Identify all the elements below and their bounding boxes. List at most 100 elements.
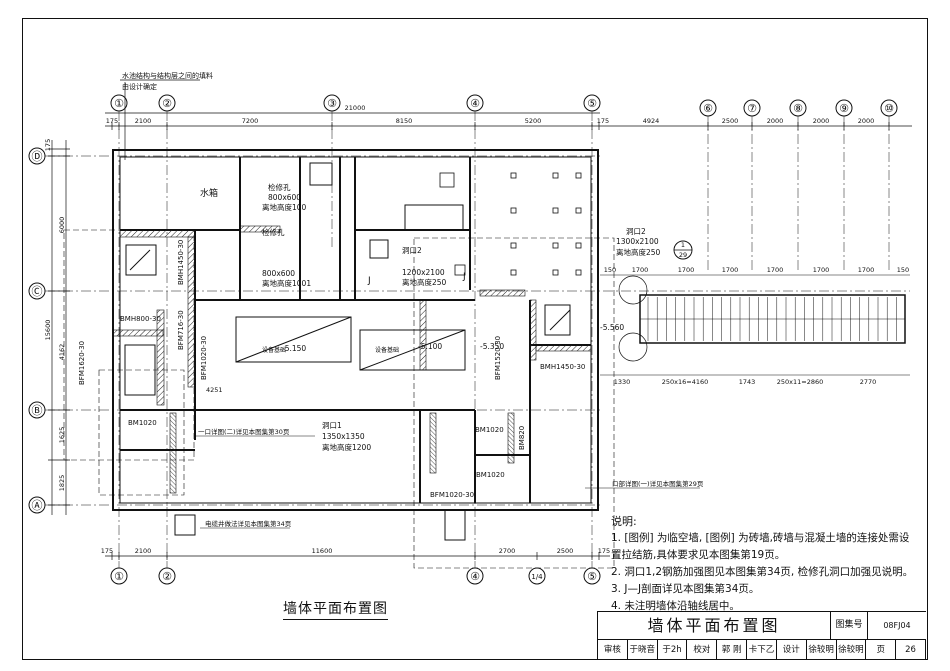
svg-text:1700: 1700 [722, 266, 739, 274]
svg-text:21000: 21000 [345, 104, 366, 112]
atlas-label: 图集号 [831, 612, 868, 640]
equipment-shapes [124, 162, 571, 541]
callout-notes: 一口详图(二)详见本图集第30页 口部详图(一)详见本图集第29页 电缆井做法详… [195, 427, 704, 529]
svg-text:由设计确定: 由设计确定 [122, 82, 157, 91]
svg-text:250x16=4160: 250x16=4160 [662, 378, 709, 386]
svg-text:1350x1350: 1350x1350 [322, 432, 365, 441]
svg-text:250x11=2860: 250x11=2860 [777, 378, 824, 386]
bottom-dimension-labels: 175 2100 11600 2700 2500 175 [101, 547, 610, 555]
top-dimension-labels: 175 2100 7200 8150 5200 175 4924 2500 20… [106, 104, 874, 125]
svg-text:口部详图(一)详见本图集第29页: 口部详图(一)详见本图集第29页 [612, 479, 704, 488]
title-block: 墙体平面布置图 图集号 08FJ04 审核 于晓音 于2h 校对 郭 刚 卡下乙… [597, 611, 926, 660]
svg-text:1625: 1625 [58, 427, 66, 444]
svg-text:检修孔: 检修孔 [262, 227, 285, 237]
svg-text:BFM1520-30: BFM1520-30 [494, 336, 502, 380]
bottom-dimensions [105, 552, 610, 560]
svg-text:BM1020: BM1020 [128, 419, 157, 427]
door-labels: BMH1450-30 BMH800-30 BFM1020-30 BFM1620-… [78, 240, 585, 499]
svg-text:电缆井做法详见本图集第34页: 电缆井做法详见本图集第34页 [205, 519, 292, 528]
tb-cell: 页 [866, 640, 897, 660]
svg-text:检修孔: 检修孔 [268, 182, 291, 192]
stair-treads [647, 297, 897, 341]
svg-text:4162: 4162 [58, 344, 66, 361]
entrance-stair [639, 294, 906, 344]
left-dimension-labels: 175 6000 15600 4162 1625 1825 [44, 139, 66, 491]
svg-text:②: ② [162, 97, 172, 110]
svg-text:2770: 2770 [860, 378, 877, 386]
outer-frame [22, 18, 928, 660]
svg-text:-5.350: -5.350 [480, 342, 504, 351]
tb-cell: 于晓音 [628, 640, 658, 660]
svg-text:Ⓐ: Ⓐ [32, 499, 43, 512]
svg-text:1743: 1743 [739, 378, 756, 386]
svg-text:1: 1 [681, 241, 685, 249]
svg-text:4251: 4251 [206, 386, 223, 394]
svg-text:Ⓑ: Ⓑ [32, 404, 43, 417]
svg-text:6000: 6000 [58, 217, 66, 234]
svg-text:800x600: 800x600 [262, 269, 295, 278]
svg-text:5200: 5200 [525, 117, 542, 125]
plan-title: 墙体平面布置图 [283, 598, 388, 620]
svg-text:1700: 1700 [767, 266, 784, 274]
note-item: 置拉结筋,具体要求见本图集第19页。 [611, 549, 786, 561]
note-item: 4. 未注明墙体沿轴线居中。 [611, 600, 740, 612]
svg-text:④: ④ [470, 570, 480, 583]
svg-text:1700: 1700 [678, 266, 695, 274]
svg-text:洞口2: 洞口2 [626, 227, 646, 236]
top-note: 水池结构与结构层之间的填料 由设计确定 [120, 71, 213, 160]
svg-text:175: 175 [598, 547, 610, 555]
svg-text:8150: 8150 [396, 117, 413, 125]
svg-text:①: ① [114, 570, 124, 583]
atlas-value: 08FJ04 [868, 612, 926, 640]
svg-text:-5.150: -5.150 [282, 344, 306, 353]
svg-text:15600: 15600 [44, 320, 52, 341]
stair-dimensions [600, 274, 910, 376]
svg-text:BMH800-30: BMH800-30 [120, 315, 161, 323]
tb-cell: 卡下乙 [747, 640, 777, 660]
tb-cell: 徐较明 [807, 640, 837, 660]
column-markers [439, 172, 582, 276]
svg-text:离地高度250: 离地高度250 [402, 277, 447, 287]
svg-text:-5.100: -5.100 [418, 342, 442, 351]
note-item: 1. [图例] 为临空墙, [图例] 为砖墙,砖墙与混凝土墙的连接处需设 [611, 532, 910, 544]
svg-text:1700: 1700 [813, 266, 830, 274]
svg-text:1200x2100: 1200x2100 [402, 268, 445, 277]
axis-lines [45, 111, 910, 568]
svg-text:BFM716-30: BFM716-30 [177, 310, 185, 350]
svg-text:BFM1620-30: BFM1620-30 [78, 341, 86, 385]
tb-cell: 郭 刚 [717, 640, 748, 660]
svg-text:离地高度250: 离地高度250 [616, 247, 661, 257]
svg-text:①: ① [114, 97, 124, 110]
hatched-walls [112, 225, 592, 494]
svg-text:离地高度1001: 离地高度1001 [262, 278, 311, 288]
stair-top-labels: 150 1700 1700 1700 1700 1700 1700 150 [604, 266, 909, 274]
note-item: 3. J—J剖面详见本图集第34页。 [611, 583, 760, 595]
top-dimensions [105, 112, 912, 130]
notes-block: 说明: 1. [图例] 为临空墙, [图例] 为砖墙,砖墙与混凝土墙的连接处需设… [611, 513, 913, 615]
svg-text:⑧: ⑧ [793, 102, 803, 115]
svg-text:1/4: 1/4 [531, 573, 543, 581]
title-block-title: 墙体平面布置图 [598, 612, 831, 640]
svg-text:⑦: ⑦ [747, 102, 757, 115]
svg-text:③: ③ [327, 97, 337, 110]
room-labels: 水箱 检修孔 800x600 离地高度100 检修孔 800x600 离地高度1… [200, 182, 661, 452]
svg-text:BFM1020-30: BFM1020-30 [430, 491, 474, 499]
svg-text:设备基础: 设备基础 [262, 346, 286, 354]
svg-text:Ⓓ: Ⓓ [32, 150, 43, 163]
page-value: 26 [896, 640, 926, 660]
svg-text:2700: 2700 [499, 547, 516, 555]
tb-cell: 于2h [658, 640, 688, 660]
tb-cell: 设计 [777, 640, 807, 660]
svg-text:J: J [462, 272, 466, 282]
svg-text:BFM1020-30: BFM1020-30 [200, 336, 208, 380]
axis-bubbles-bottom: ① ② ④ 1/4 ⑤ [110, 567, 601, 585]
svg-text:离地高度100: 离地高度100 [262, 202, 307, 212]
svg-text:2000: 2000 [767, 117, 784, 125]
svg-text:水池结构与结构层之间的填料: 水池结构与结构层之间的填料 [122, 71, 213, 80]
svg-text:2000: 2000 [858, 117, 875, 125]
stair-bottom-labels: 1330 250x16=4160 1743 250x11=2860 2770 [614, 378, 877, 386]
svg-text:150: 150 [604, 266, 616, 274]
svg-text:1300x2100: 1300x2100 [616, 237, 659, 246]
svg-text:7200: 7200 [242, 117, 259, 125]
